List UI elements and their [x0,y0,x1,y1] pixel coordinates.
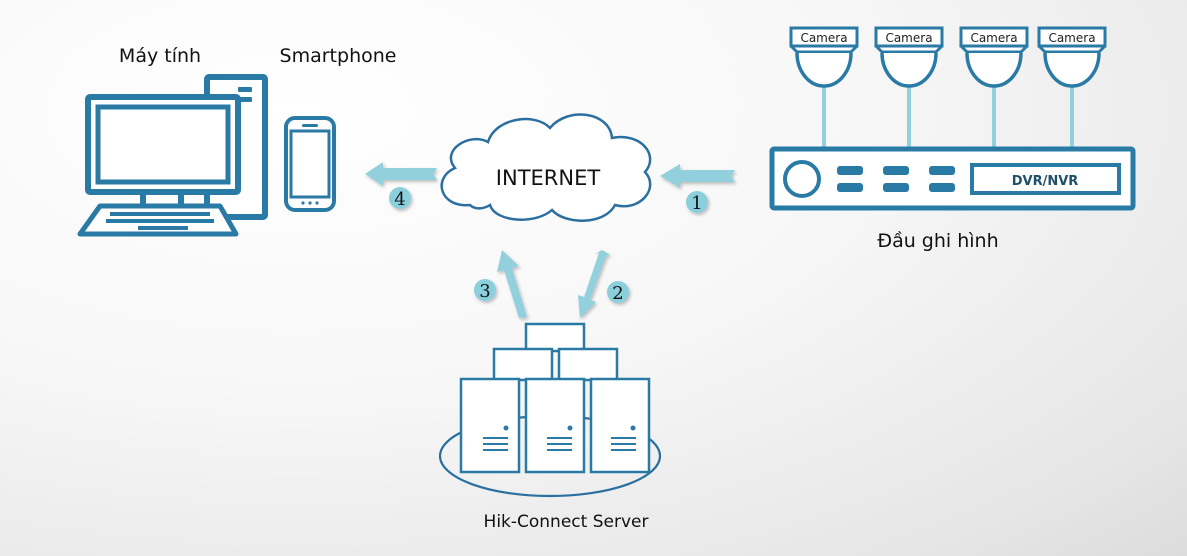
camera-label: Camera [885,31,932,45]
camera-label: Camera [1048,31,1095,45]
step-4-arrow [365,162,437,186]
camera-label: Camera [970,31,1017,45]
desktop-computer-icon [77,74,268,237]
step-1-badge: 1 [686,191,708,214]
step-2-badge: 2 [607,281,629,304]
camera-icon: Camera [874,26,944,147]
step-1-arrow [660,164,735,188]
smartphone-label: Smartphone [280,45,397,67]
camera-icon: Camera [1037,26,1107,147]
server-unit [524,377,586,474]
camera-icon: Camera [789,26,859,147]
step-3-number: 3 [479,281,490,302]
server-cluster-icon [438,322,662,498]
step-4-badge: 4 [389,187,411,210]
server-label: Hik-Connect Server [484,512,649,532]
dvr-nvr-label: DVR/NVR [1012,174,1079,189]
step-2-arrow [578,250,610,318]
recorder-label: Đầu ghi hình [877,230,998,252]
camera-icon: Camera [959,26,1029,147]
step-3-badge: 3 [474,279,496,302]
computer-label: Máy tính [119,45,201,67]
smartphone-icon [284,116,336,212]
dvr-nvr-icon: DVR/NVR [769,146,1136,211]
internet-label: INTERNET [496,166,601,190]
camera-row: Camera Camera Camera Camera [789,26,1107,147]
server-unit [459,377,521,474]
step-2-number: 2 [612,283,623,304]
camera-label: Camera [800,31,847,45]
step-3-arrow [497,250,527,318]
step-1-number: 1 [691,193,702,214]
cloud-icon: INTERNET [440,113,652,222]
server-unit [589,377,651,474]
step-4-number: 4 [394,189,405,210]
